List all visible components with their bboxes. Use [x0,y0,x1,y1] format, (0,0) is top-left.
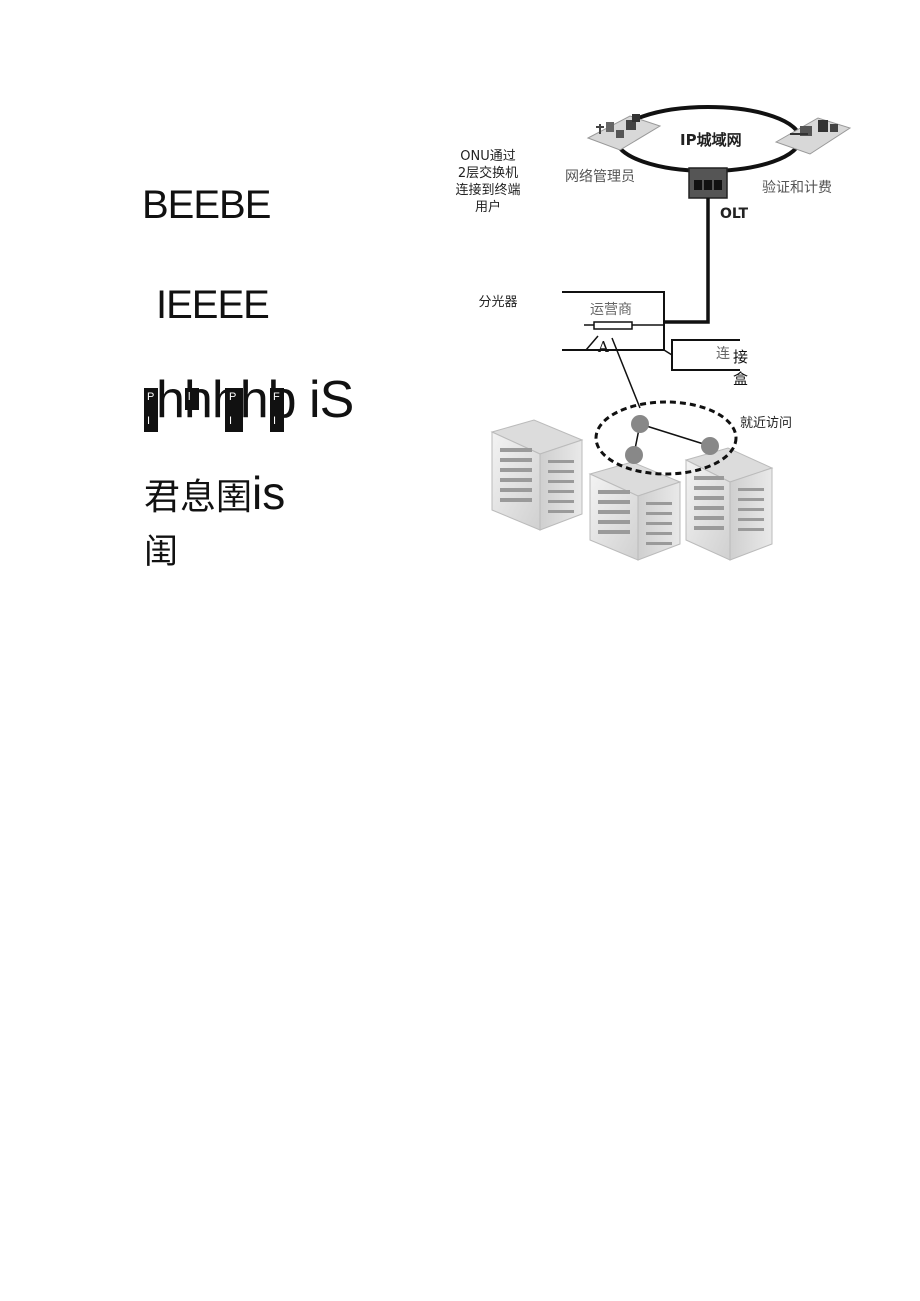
onu-note-line: ONU通过 [460,149,516,164]
operator-label: 运营商 [590,302,632,318]
network-admin-label: 网络管理员 [565,169,635,185]
garbled-line-5: 闺 [144,532,178,572]
access-node [701,437,719,455]
building-3 [684,447,774,561]
olt-label: OLT [720,206,749,222]
access-node [631,415,649,433]
onu-note: ONU通过 2层交换机 连接到终端 用户 [446,148,530,216]
garbled-line-1: BEEBE [142,183,271,227]
connection-box-label-1: 连 [716,346,730,362]
operator-box [562,291,665,351]
building-2 [588,461,682,561]
admin-platform [586,114,662,151]
letter-a: A [597,338,609,356]
building-1 [490,419,584,531]
artifact-block: l [185,388,199,410]
splitter-label: 分光器 [478,295,518,310]
splitter-device [593,321,633,330]
ip-network-label: IP城域网 [680,131,742,149]
fiber-line [664,198,710,324]
drop-line [585,335,599,351]
nearby-access-zone [594,400,738,476]
connection-box-label-2: 接 [733,348,748,366]
onu-note-line: 连接到终端 [455,183,521,198]
olt-device [688,167,728,199]
connection-box-label-3: 盒 [733,370,748,388]
access-node [625,446,643,464]
auth-billing-label: 验证和计费 [762,180,832,196]
garbled-line-4: 君息圉is [144,466,285,520]
nearby-access-label: 就近访问 [740,416,792,431]
onu-note-line: 2层交换机 [457,166,519,181]
garbled-line-2: IEEEE [156,283,270,327]
garbled-line-4-cn: 君息圉 [144,477,253,518]
billing-platform [774,117,852,155]
garbled-line-4-latin: is [252,467,286,519]
onu-note-line: 用户 [474,200,501,215]
